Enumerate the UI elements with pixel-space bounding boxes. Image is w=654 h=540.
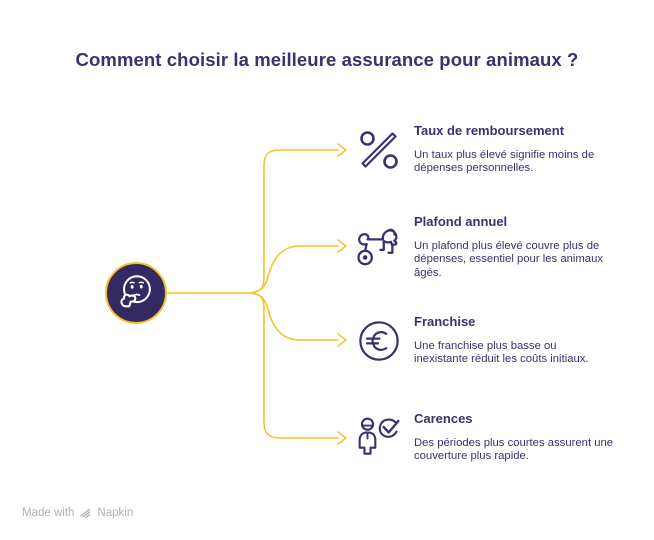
branch-item-taux: Taux de remboursement Un taux plus élevé… bbox=[356, 123, 648, 176]
person-check-icon bbox=[356, 415, 402, 461]
item-description: Des périodes plus courtes assurent une c… bbox=[414, 436, 614, 463]
thinking-face-icon bbox=[114, 271, 158, 315]
made-with-napkin[interactable]: Made with Napkin bbox=[22, 506, 133, 519]
item-title: Franchise bbox=[414, 314, 476, 329]
percent-icon bbox=[356, 128, 402, 172]
napkin-brand-label: Napkin bbox=[97, 506, 134, 519]
item-title: Carences bbox=[414, 411, 473, 426]
page-title: Comment choisir la meilleure assurance p… bbox=[75, 49, 579, 70]
branch-item-franchise: Franchise Une franchise plus basse ou in… bbox=[356, 314, 648, 367]
branch-item-plafond: Plafond annuel Un plafond plus élevé cou… bbox=[356, 214, 648, 281]
item-title: Taux de remboursement bbox=[414, 123, 565, 138]
napkin-logo-icon bbox=[79, 506, 92, 519]
made-with-label: Made with bbox=[22, 506, 75, 519]
dog-icon bbox=[356, 226, 402, 268]
item-description: Un taux plus élevé signifie moins de dép… bbox=[414, 148, 595, 175]
item-title: Plafond annuel bbox=[414, 214, 508, 229]
item-description: Un plafond plus élevé couvre plus de dép… bbox=[414, 239, 604, 280]
item-description: Une franchise plus basse ou inexistante … bbox=[414, 339, 589, 366]
branch-item-carences: Carences Des périodes plus courtes assur… bbox=[356, 411, 648, 464]
euro-icon bbox=[356, 319, 402, 363]
center-node bbox=[105, 262, 167, 324]
